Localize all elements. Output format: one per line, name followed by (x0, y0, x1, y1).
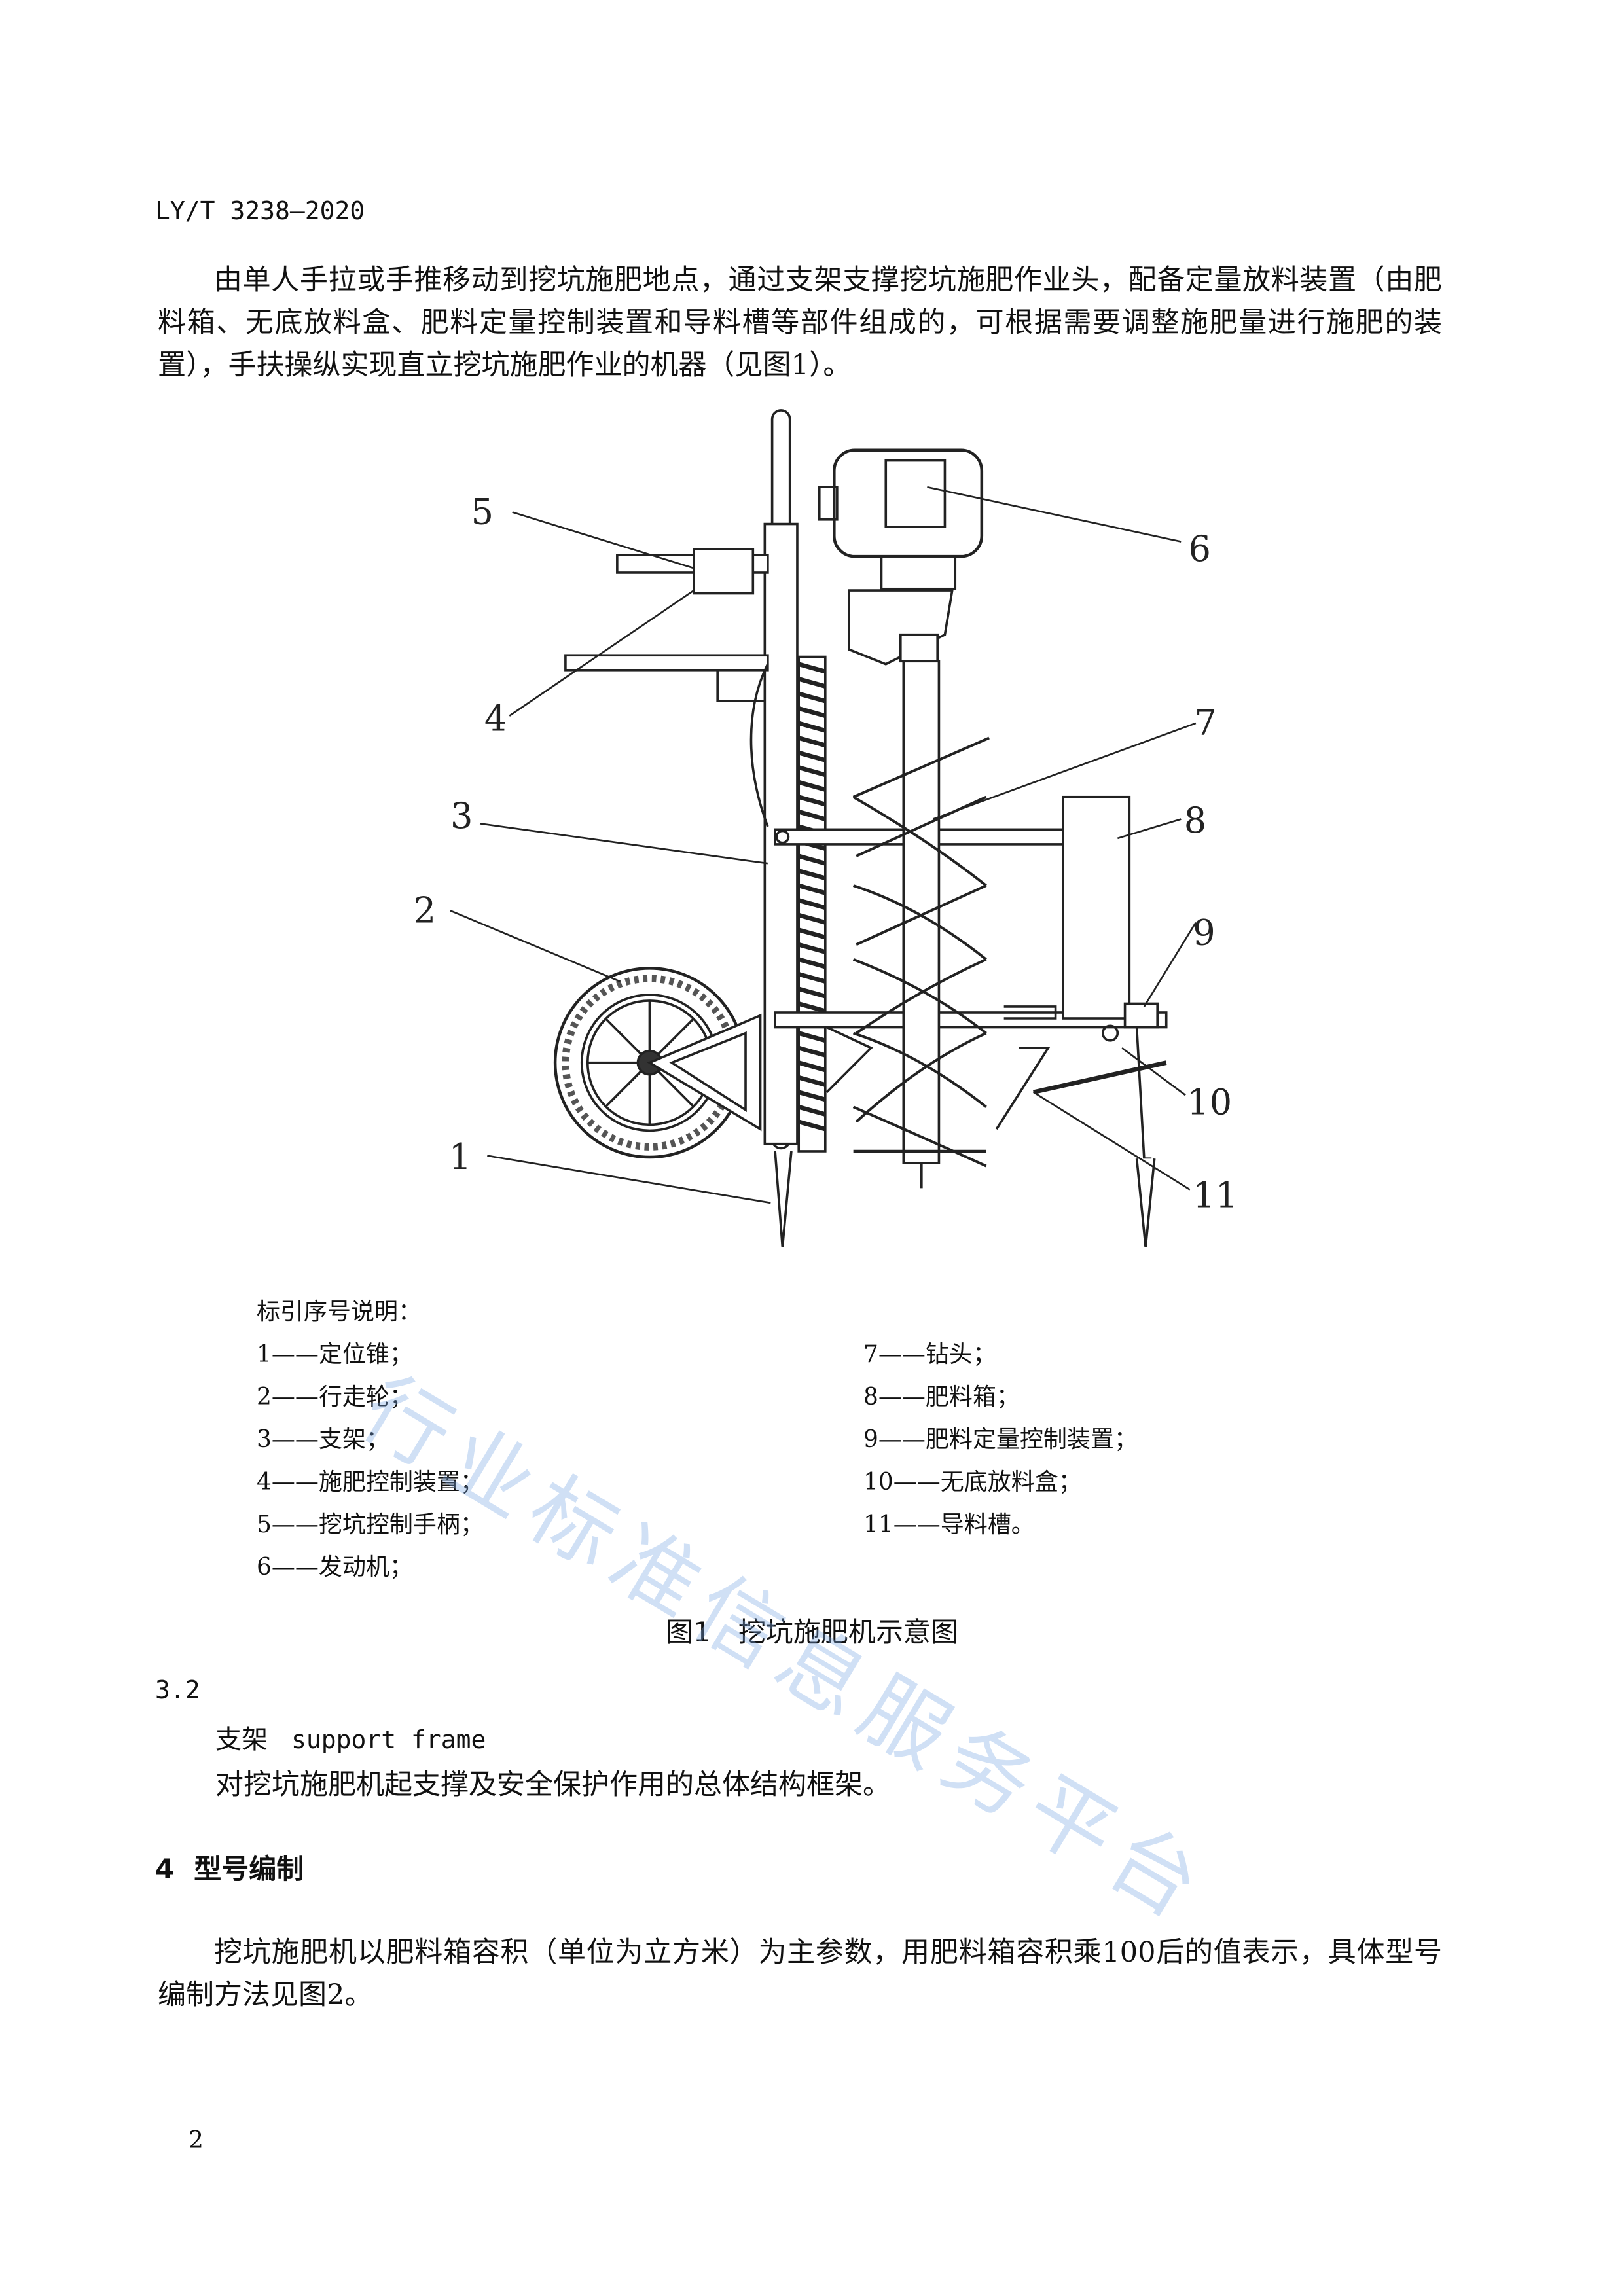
spike-left-drawing (774, 1151, 793, 1247)
callout-4: 4 (484, 698, 507, 739)
legend-item: 5——挖坑控制手柄； (257, 1511, 484, 1538)
clause-number: 3.2 (155, 1676, 200, 1704)
legend-item: 11——导料槽。 (863, 1511, 1035, 1538)
callout-1: 1 (449, 1136, 471, 1177)
legend-item: 4——施肥控制装置； (257, 1469, 484, 1496)
legend-item: 7——钻头； (863, 1341, 996, 1368)
callout-9: 9 (1193, 912, 1215, 953)
section-heading: 4 型号编制 (155, 1847, 304, 1887)
legend-item: 3——支架； (257, 1426, 389, 1453)
standard-code-header: LY/T 3238—2020 (155, 196, 365, 225)
section-title: 型号编制 (194, 1853, 304, 1885)
legend-item: 9——肥料定量控制装置； (863, 1426, 1138, 1453)
spike-right-drawing (1135, 1158, 1156, 1247)
fertilizer-box-drawing (995, 795, 1167, 1160)
frame-drawing (564, 409, 1168, 1153)
legend-item: 1——定位锥； (257, 1341, 413, 1368)
term-zh: 支架 (215, 1725, 268, 1755)
callout-8: 8 (1184, 800, 1206, 841)
leader-lines (450, 486, 1197, 1204)
intro-paragraph: 由单人手拉或手推移动到挖坑施肥地点，通过支架支撑挖坑施肥作业头，配备定量放料装置… (158, 264, 1442, 382)
legend-item: 6——发动机； (257, 1554, 413, 1581)
callout-2: 2 (414, 889, 436, 931)
callout-5: 5 (471, 492, 494, 533)
callout-11: 11 (1193, 1175, 1238, 1216)
term-en: support frame (291, 1725, 486, 1754)
page-number: 2 (189, 2127, 204, 2154)
legend-item: 10——无底放料盒； (863, 1469, 1082, 1496)
section-number: 4 (155, 1853, 175, 1885)
term-entry: 支架 support frame (215, 1718, 486, 1756)
auger-drawing (852, 660, 990, 1189)
wheel-drawing (553, 967, 762, 1159)
callout-3: 3 (450, 795, 473, 836)
engine-drawing (818, 448, 984, 666)
legend-item: 8——肥料箱； (863, 1384, 1020, 1410)
callout-6: 6 (1189, 528, 1211, 569)
legend-item: 2——行走轮； (257, 1384, 413, 1410)
term-definition: 对挖坑施肥机起支撑及安全保护作用的总体结构框架。 (215, 1768, 891, 1801)
callout-7: 7 (1195, 702, 1217, 744)
legend-title: 标引序号说明： (257, 1299, 422, 1325)
figure-caption: 图1 挖坑施肥机示意图 (666, 1616, 958, 1648)
section-paragraph: 挖坑施肥机以肥料箱容积（单位为立方米）为主参数，用肥料箱容积乘100后的值表示，… (158, 1936, 1442, 2011)
callout-10: 10 (1187, 1082, 1232, 1123)
